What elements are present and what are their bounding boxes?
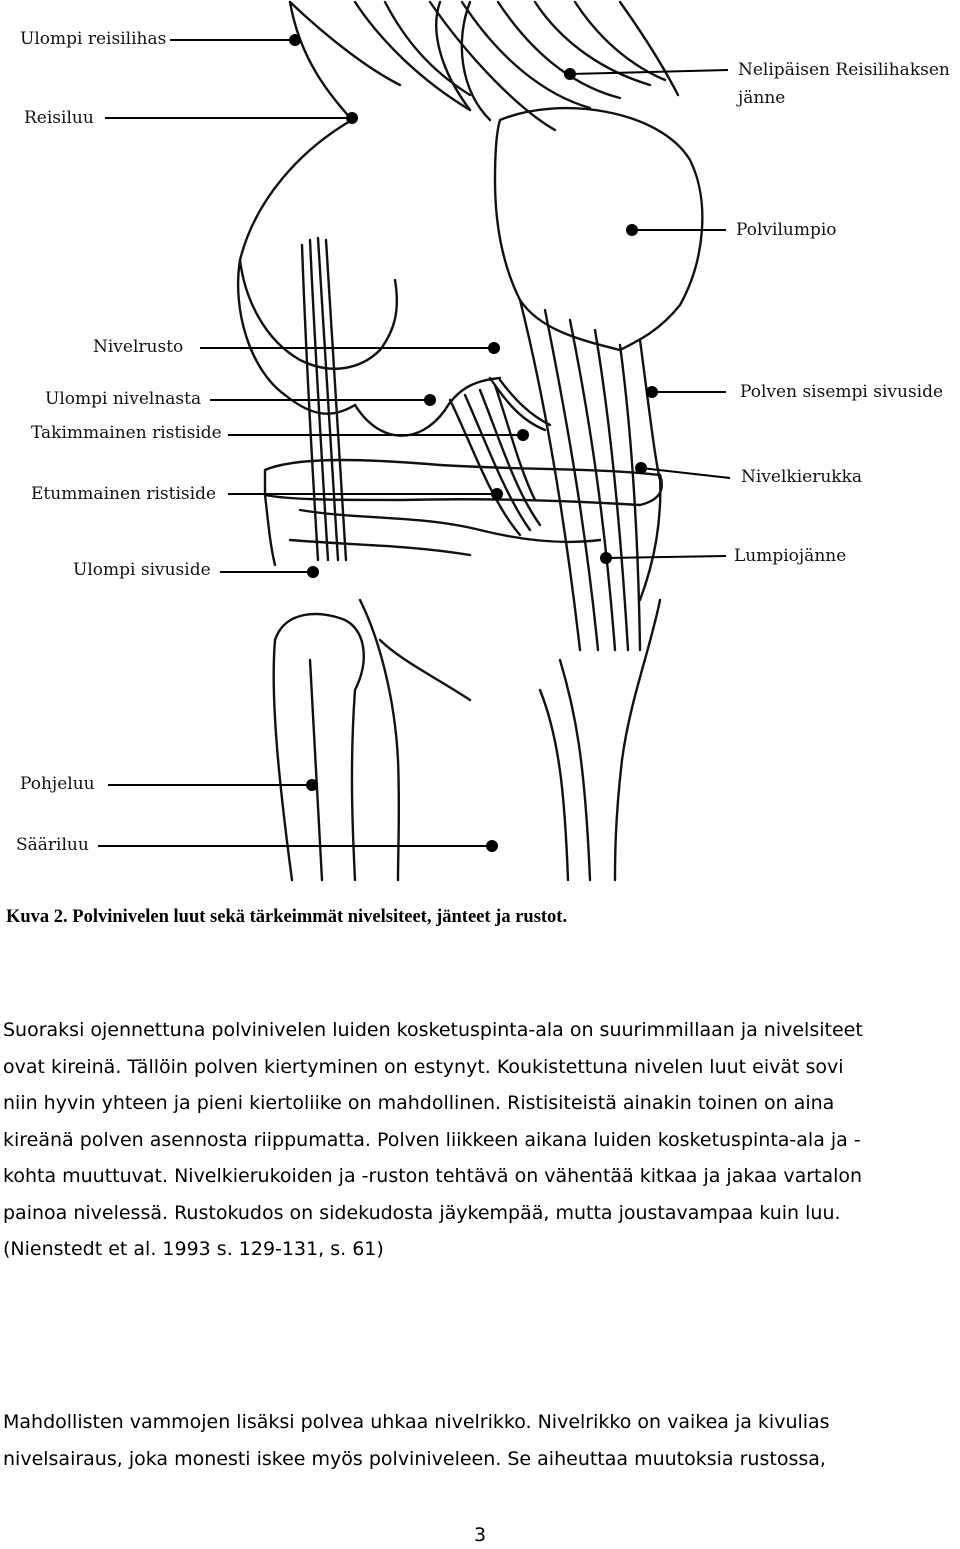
label-lumpiojanne: Lumpiojänne — [734, 546, 847, 566]
label-polvilumpio: Polvilumpio — [736, 220, 837, 240]
label-pohjeluu: Pohjeluu — [20, 774, 95, 794]
label-polven-sisempi-sivuside: Polven sisempi sivuside — [740, 382, 944, 402]
label-ulompi-sivuside: Ulompi sivuside — [73, 560, 211, 580]
text-line: Mahdollisten vammojen lisäksi polvea uhk… — [3, 1411, 830, 1433]
knee-anatomy-figure — [98, 0, 731, 882]
label-reisiluu: Reisiluu — [24, 108, 94, 128]
label-nivelkierukka: Nivelkierukka — [741, 467, 863, 487]
patella-outline — [493, 106, 704, 352]
label-takimmainen-ristiside: Takimmainen ristiside — [31, 423, 222, 443]
text-line: painoa nivelessä. Rustokudos on sidekudo… — [3, 1201, 841, 1224]
text-line: ovat kireinä. Tällöin polven kiertyminen… — [3, 1055, 844, 1078]
label-nivelrusto: Nivelrusto — [93, 337, 184, 357]
text-line: kireänä polven asennosta riippumatta. Po… — [3, 1128, 861, 1151]
label-ulompi-reisilihas: Ulompi reisilihas — [20, 29, 167, 49]
tibia-outline — [358, 598, 401, 882]
text-line: Suoraksi ojennettuna polvinivelen luiden… — [3, 1019, 863, 1041]
label-nelipaisen-reisilihaksen: Nelipäisen Reisilihaksen — [738, 60, 950, 80]
label-etummainen-ristiside: Etummainen ristiside — [31, 484, 217, 504]
text-line: kohta muuttuvat. Nivelkierukoiden ja -ru… — [3, 1165, 863, 1187]
body-paragraph-1: Suoraksi ojennettuna polvinivelen luiden… — [3, 1012, 958, 1268]
femur-outline — [236, 0, 357, 415]
text-line: nivelsairaus, joka monesti iskee myös po… — [3, 1447, 826, 1470]
label-janne: jänne — [738, 88, 786, 108]
figure-caption: Kuva 2. Polvinivelen luut sekä tärkeimmä… — [6, 907, 568, 927]
label-saariluu: Sääriluu — [16, 835, 89, 855]
body-paragraph-2: Mahdollisten vammojen lisäksi polvea uhk… — [3, 1404, 958, 1477]
text-line: niin hyvin yhteen ja pieni kiertoliike o… — [3, 1092, 835, 1114]
page-number: 3 — [473, 1524, 487, 1546]
text-line: (Nienstedt et al. 1993 s. 129-131, s. 61… — [3, 1238, 384, 1260]
label-ulompi-nivelnasta: Ulompi nivelnasta — [45, 389, 202, 409]
fibula-outline — [273, 612, 365, 882]
